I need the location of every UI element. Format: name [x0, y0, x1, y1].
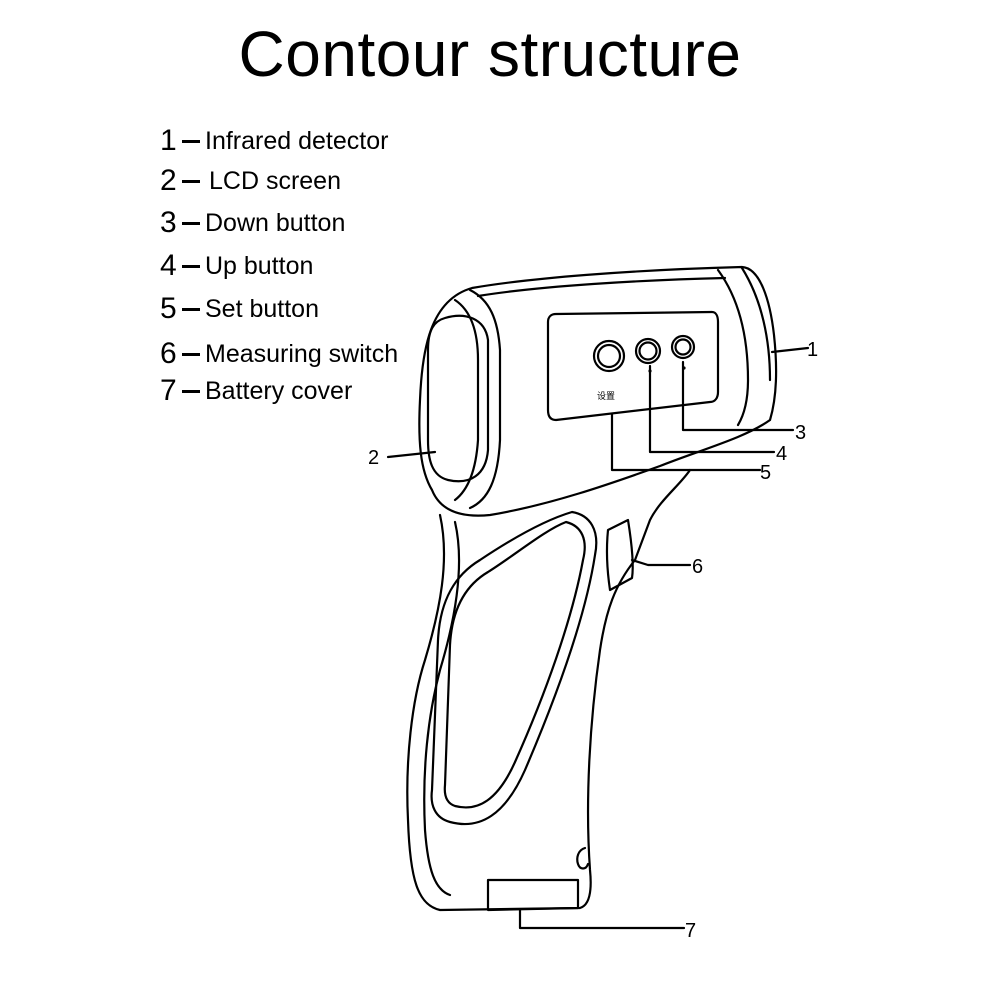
button-panel — [546, 310, 720, 422]
leader-line-6 — [630, 558, 692, 567]
callout-2: 2 — [368, 447, 379, 469]
callout-6: 6 — [692, 556, 703, 578]
handle-outline — [406, 468, 692, 912]
down-button-dot — [682, 366, 686, 370]
set-button-ring — [596, 343, 622, 369]
callout-4: 4 — [776, 443, 787, 465]
legend-dash — [182, 221, 200, 225]
set-button-label: 设置 — [597, 391, 615, 401]
callout-7: 7 — [685, 920, 696, 942]
legend-item-1: 1 Infrared detector — [160, 126, 388, 156]
legend-item-6: 6 Measuring switch — [160, 339, 398, 369]
legend-label: Battery cover — [205, 376, 353, 405]
legend-number: 7 — [160, 374, 177, 407]
legend-item-3: 3 Down button — [160, 208, 345, 238]
legend-number: 4 — [160, 249, 177, 282]
leader-line-4 — [648, 364, 776, 454]
legend-dash — [182, 139, 200, 143]
callout-5: 5 — [760, 462, 771, 484]
down-button — [670, 334, 696, 360]
legend-number: 1 — [160, 124, 177, 157]
battery-cover — [486, 878, 580, 912]
legend-label: Up button — [205, 251, 314, 280]
legend-item-7: 7 Battery cover — [160, 376, 352, 406]
legend-label: Set button — [205, 294, 319, 323]
legend-label: LCD screen — [209, 166, 341, 195]
infrared-detector-housing — [716, 268, 750, 427]
page-title: Contour structure — [238, 18, 742, 90]
device-head-rim — [476, 276, 727, 298]
set-button — [592, 339, 626, 373]
handle-inner-contour — [423, 520, 461, 897]
infrared-detector-lens — [740, 266, 772, 382]
callout-3: 3 — [795, 422, 806, 444]
legend-dash — [182, 352, 200, 356]
leader-line-2 — [386, 450, 437, 459]
grip-insert-inner — [443, 520, 586, 809]
legend-item-2: 2 LCD screen — [160, 166, 341, 196]
callout-1: 1 — [807, 339, 818, 361]
leader-line-3 — [681, 360, 795, 432]
up-button — [634, 337, 662, 365]
lcd-screen — [426, 314, 490, 483]
leader-line-1 — [770, 346, 810, 354]
grip-insert — [430, 510, 598, 826]
legend-number: 2 — [160, 164, 177, 197]
legend-number: 6 — [160, 337, 177, 370]
up-button-ring — [638, 341, 658, 361]
up-button-dot — [648, 369, 652, 373]
legend-number: 3 — [160, 206, 177, 239]
legend-dash — [182, 389, 200, 393]
lcd-bezel — [468, 288, 502, 510]
leader-line-5 — [610, 412, 762, 472]
lanyard-hole — [576, 846, 590, 870]
legend-label: Infrared detector — [205, 126, 389, 155]
legend-number: 5 — [160, 292, 177, 325]
legend-label: Down button — [205, 208, 346, 237]
leader-line-7 — [518, 908, 686, 930]
down-button-ring — [674, 338, 692, 356]
measuring-switch — [605, 518, 634, 592]
legend-dash — [182, 307, 200, 311]
legend-dash — [182, 179, 200, 183]
legend-dash — [182, 264, 200, 268]
lcd-bezel-inner — [453, 298, 480, 502]
legend-label: Measuring switch — [205, 339, 399, 368]
legend-item-4: 4 Up button — [160, 251, 313, 281]
legend-item-5: 5 Set button — [160, 294, 319, 324]
